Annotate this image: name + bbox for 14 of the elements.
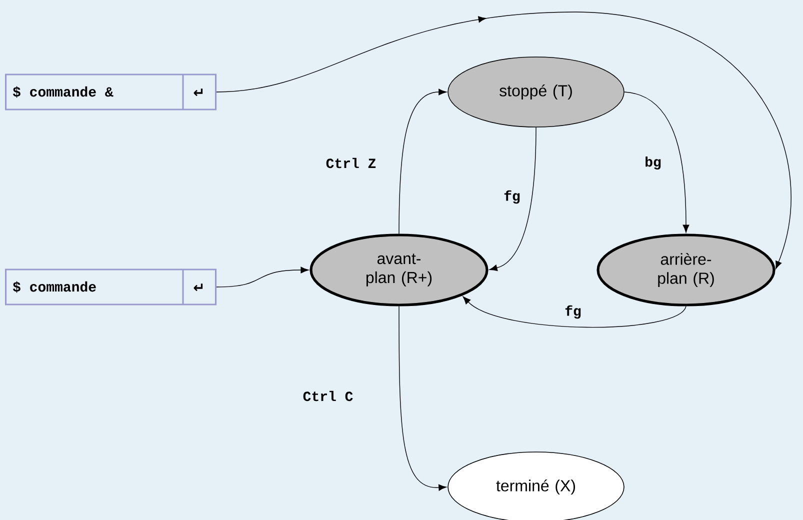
arrow — [489, 127, 536, 272]
edge-label: fg — [564, 304, 582, 320]
arrow — [398, 88, 447, 234]
arrow — [624, 92, 690, 233]
edge-label: bg — [644, 155, 662, 171]
command-box: $ commande ↵ — [5, 268, 216, 306]
edge-label: Ctrl Z — [324, 156, 378, 170]
edge-label: Ctrl C — [302, 390, 354, 402]
command-box: $ commande & ↵ — [5, 74, 216, 110]
arrow — [398, 306, 447, 491]
arrow — [216, 266, 309, 288]
edge-label: fg — [502, 189, 522, 205]
arrow — [462, 296, 686, 328]
arrow — [216, 12, 792, 270]
